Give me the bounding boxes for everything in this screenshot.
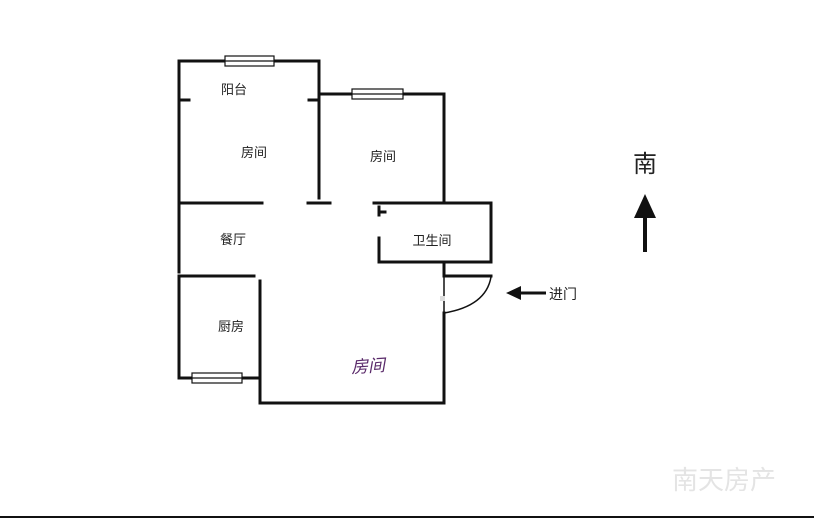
- window-balcony: [224, 55, 275, 67]
- walls: [177, 59, 493, 405]
- room-label-bedroom-south: 房间: [350, 356, 387, 378]
- door-hinge: [440, 296, 445, 301]
- room-label-bathroom: 卫生间: [412, 234, 451, 249]
- window-kitchen: [191, 372, 243, 384]
- room-label-bedroom-middle: 房间: [370, 149, 396, 165]
- entrance-label: 进门: [549, 287, 577, 303]
- room-label-kitchen: 厨房: [218, 319, 244, 335]
- window-middle-bedroom: [351, 88, 404, 100]
- arrow-up-icon: [634, 194, 656, 218]
- entry-arrow: [506, 286, 546, 300]
- room-label-dining: 餐厅: [220, 232, 246, 248]
- room-label-balcony: 阳台: [221, 83, 247, 98]
- arrow-left-icon: [506, 286, 521, 300]
- windows: [191, 55, 404, 384]
- door-swing-arc: [443, 276, 492, 314]
- compass-label: 南: [633, 150, 657, 178]
- entrance-door: [440, 276, 492, 314]
- watermark: 南天房产: [672, 466, 776, 496]
- room-label-bedroom-north: 房间: [241, 145, 267, 161]
- compass-arrow: [634, 194, 656, 252]
